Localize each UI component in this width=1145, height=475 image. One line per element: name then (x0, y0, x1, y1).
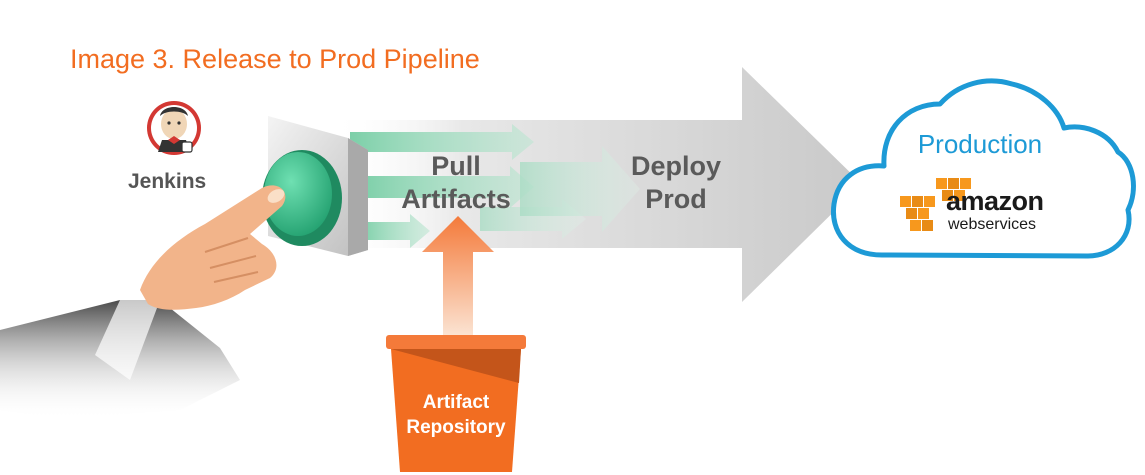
production-label: Production (917, 129, 1043, 159)
green-arrow (360, 166, 534, 208)
diagram-title: Image 3. Release to Prod Pipeline (70, 44, 480, 74)
stage-label-line: Artifacts (401, 184, 511, 214)
pull-arrows (350, 124, 640, 248)
release-button[interactable] (262, 116, 368, 256)
repository-label-line: Artifact (422, 392, 490, 413)
pressing-hand-icon (0, 185, 286, 420)
stage-deploy-prod: Deploy Prod (606, 150, 746, 216)
artifact-repository-label: Artifact Repository (396, 390, 516, 440)
repository-label-line: Repository (406, 417, 506, 438)
aws-logo-icon (900, 178, 971, 231)
stage-label-line: Deploy (630, 151, 722, 181)
stage-label-line: Prod (645, 184, 707, 214)
green-arrow (520, 146, 640, 232)
aws-subtitle: webservices (948, 216, 1037, 233)
upload-arrow (422, 216, 494, 335)
stage-pull-artifacts: Pull Artifacts (386, 150, 526, 216)
stage-label-line: Pull (431, 151, 481, 181)
jenkins-label: Jenkins (128, 170, 207, 193)
green-arrow (350, 124, 534, 160)
jenkins-logo-icon (147, 101, 201, 155)
aws-wordmark: amazon (946, 186, 1044, 216)
artifact-repository-icon (386, 335, 526, 472)
green-arrow (360, 214, 430, 248)
